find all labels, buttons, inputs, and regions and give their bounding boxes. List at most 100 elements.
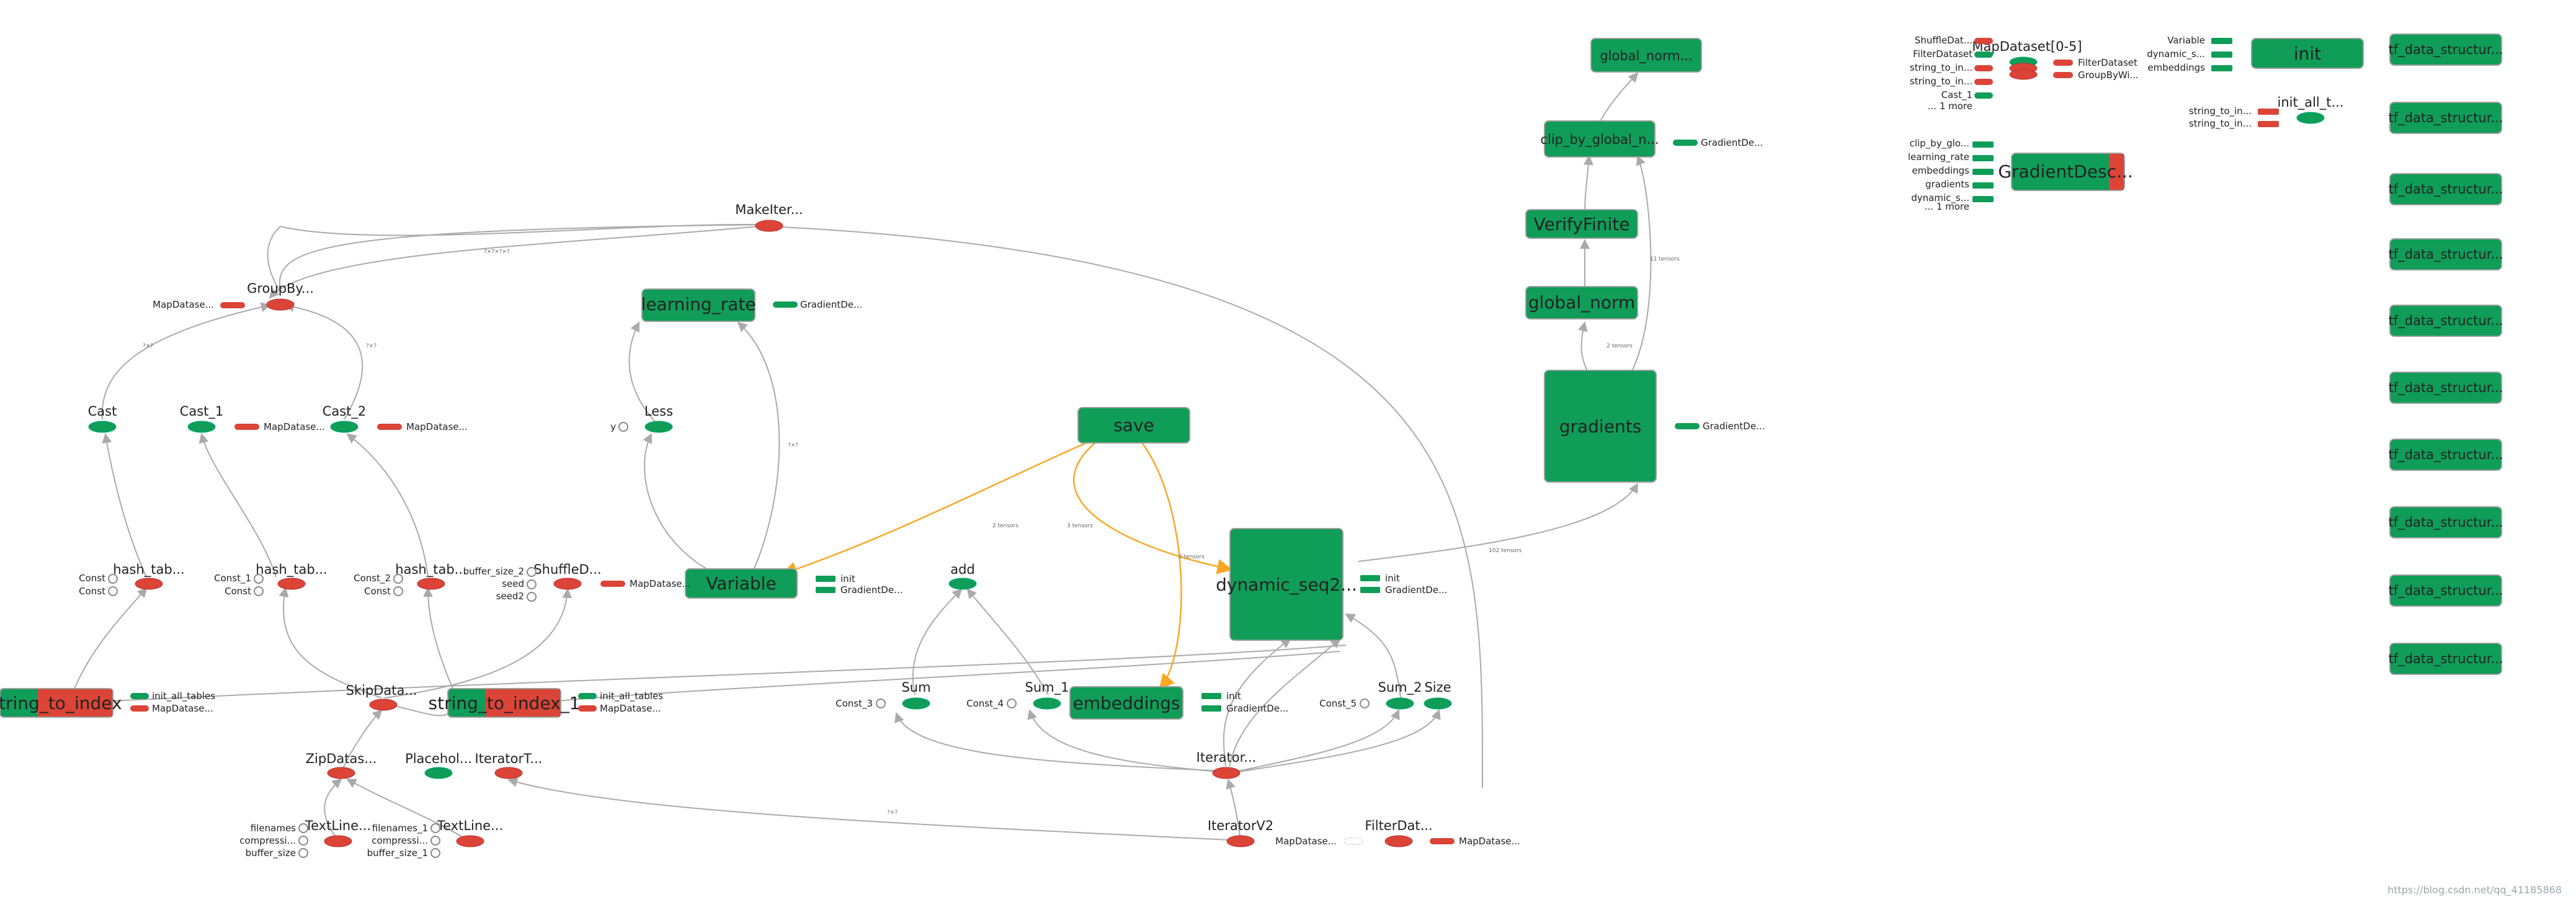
node-cast2[interactable]: Cast_2 MapDatase... [323,404,468,433]
node-embeddings[interactable]: embeddings init GradientDe... [1069,686,1288,720]
namespace-box[interactable] [2251,38,2364,69]
node-textline-a[interactable]: TextLine... filenames compressi... buffe… [239,818,371,859]
tf-data-structure-node[interactable]: tf_data_structur... [2389,305,2503,337]
node-filterdat[interactable]: FilterDat... MapDatase... MapDatase... [1275,818,1520,847]
namespace-box[interactable] [2389,102,2502,134]
edge-zip-skip [341,709,383,773]
tf-data-structure-node[interactable]: tf_data_structur... [2389,102,2503,134]
node-iteratorv2[interactable]: IteratorV2 [1208,818,1273,847]
op-ellipse[interactable] [644,421,673,433]
node-less[interactable]: Less y [610,404,673,433]
op-ellipse[interactable] [553,578,582,590]
namespace-box[interactable] [2389,33,2502,66]
node-shuffle[interactable]: ShuffleD... buffer_size_2 seed seed2 Map… [463,562,691,602]
node-textline-b[interactable]: TextLine... filenames_1 compressi... buf… [367,818,504,859]
op-ellipse[interactable] [324,835,352,847]
namespace-box[interactable] [641,288,755,322]
namespace-box[interactable] [2389,574,2502,607]
op-ellipse[interactable] [494,767,523,779]
op-ellipse[interactable] [417,578,445,590]
op-ellipse[interactable] [755,220,783,232]
node-verifyfinite[interactable]: VerifyFinite [1525,209,1638,239]
op-ellipse[interactable] [369,699,398,711]
namespace-box[interactable] [1229,528,1344,641]
namespace-box[interactable] [1077,407,1190,444]
node-clip-by-global-norm[interactable]: clip_by_global_n... GradientDe... [1540,120,1763,158]
op-ellipse[interactable] [902,697,930,710]
node-hash-tab-c[interactable]: hash_tab... Const_2 Const [354,562,467,597]
tf-data-structure-node[interactable]: tf_data_structur... [2389,506,2503,538]
node-cast[interactable]: Cast [88,404,117,433]
tf-data-structure-node[interactable]: tf_data_structur... [2389,643,2503,675]
namespace-box[interactable] [2389,372,2502,404]
namespace-box[interactable] [2389,439,2502,471]
namespace-box[interactable] [2389,643,2502,675]
op-ellipse[interactable] [948,578,977,590]
node-hash-tab-a[interactable]: hash_tab... Const Const [79,562,185,597]
tf-data-structure-node[interactable]: tf_data_structur... [2389,238,2503,270]
op-ellipse[interactable] [1386,697,1414,710]
aux-node-mapdataset[interactable]: MapDataset[0-5] ShuffleDat... FilterData… [1910,35,2139,112]
op-ellipse[interactable] [424,767,453,779]
node-size[interactable]: Size [1424,680,1452,710]
node-sum2[interactable]: Sum_2 Const_5 [1319,680,1422,710]
namespace-box[interactable] [2011,153,2125,191]
op-ellipse[interactable] [1384,835,1413,847]
tf-data-structure-node[interactable]: tf_data_structur... [2389,574,2503,607]
node-variable[interactable]: Variable init GradientDe... [685,568,902,599]
tf-data-structure-node[interactable]: tf_data_structur... [2389,173,2503,205]
op-ellipse[interactable] [266,298,295,311]
op-ellipse-stack[interactable] [2009,69,2038,80]
node-cast1[interactable]: Cast_1 MapDatase... [180,404,325,433]
namespace-box[interactable] [2389,173,2502,205]
node-global-norm-top[interactable]: global_norm... [1590,38,1702,73]
namespace-box[interactable] [2389,305,2502,337]
namespace-box[interactable] [1525,286,1638,319]
namespace-box[interactable] [685,568,798,599]
op-ellipse[interactable] [277,578,306,590]
op-ellipse[interactable] [330,421,359,433]
namespace-box[interactable] [2389,238,2502,270]
op-ellipse[interactable] [1212,767,1241,779]
op-ellipse[interactable] [1226,835,1255,847]
namespace-box[interactable] [1069,686,1183,720]
namespace-box[interactable] [1525,209,1638,239]
node-add[interactable]: add [948,562,977,590]
node-dynamic-seq2[interactable]: dynamic_seq2... init GradientDe... [1216,528,1447,641]
tf-data-structure-node[interactable]: tf_data_structur... [2389,33,2503,66]
namespace-box[interactable] [2389,506,2502,538]
aux-node-init-all-tables[interactable]: init_all_t... string_to_in... string_to_… [2189,95,2344,130]
namespace-box[interactable] [1590,38,1702,73]
node-groupby[interactable]: GroupBy... MapDatase... [153,281,314,311]
aux-node-init[interactable]: init Variable dynamic_s... embeddings [2147,35,2364,73]
node-makeiter[interactable]: MakeIter... [735,202,803,232]
op-ellipse[interactable] [456,835,484,847]
namespace-box[interactable] [1544,120,1656,158]
node-global-norm[interactable]: global_norm [1525,286,1638,319]
op-ellipse[interactable] [1033,697,1061,710]
aux-node-gradientdescent[interactable]: GradientDesc... clip_by_glo... learning_… [1908,138,2133,212]
node-sum[interactable]: Sum Const_3 [836,680,930,710]
node-string-to-index[interactable]: string_to_index init_all_tables MapDatas… [0,688,215,718]
op-ellipse[interactable] [187,421,216,433]
node-sum1[interactable]: Sum_1 Const_4 [966,680,1069,710]
node-iterator[interactable]: Iterator... [1197,750,1257,779]
namespace-box[interactable] [1544,370,1657,483]
node-gradients[interactable]: gradients GradientDe... [1544,370,1765,483]
op-ellipse[interactable] [135,578,163,590]
op-ellipse[interactable] [88,421,117,433]
tf-data-structure-node[interactable]: tf_data_structur... [2389,372,2503,404]
node-iteratort[interactable]: IteratorT... [475,751,543,779]
node-string-to-index-1[interactable]: string_to_index_1 init_all_tables MapDat… [429,688,664,718]
node-save[interactable]: save [1077,407,1190,444]
node-learning-rate[interactable]: learning_rate GradientDe... [641,288,862,322]
node-skipdata[interactable]: SkipData... [346,683,417,711]
node-zipdatas[interactable]: ZipDatas... [306,751,377,779]
op-ellipse[interactable] [327,767,355,779]
op-ellipse[interactable] [2296,112,2325,124]
node-placeholder[interactable]: Placehol... [405,751,472,779]
tf-data-structure-node[interactable]: tf_data_structur... [2389,439,2503,471]
op-ellipse[interactable] [1424,697,1452,710]
node-hash-tab-b[interactable]: hash_tab... Const_1 Const [214,562,328,597]
